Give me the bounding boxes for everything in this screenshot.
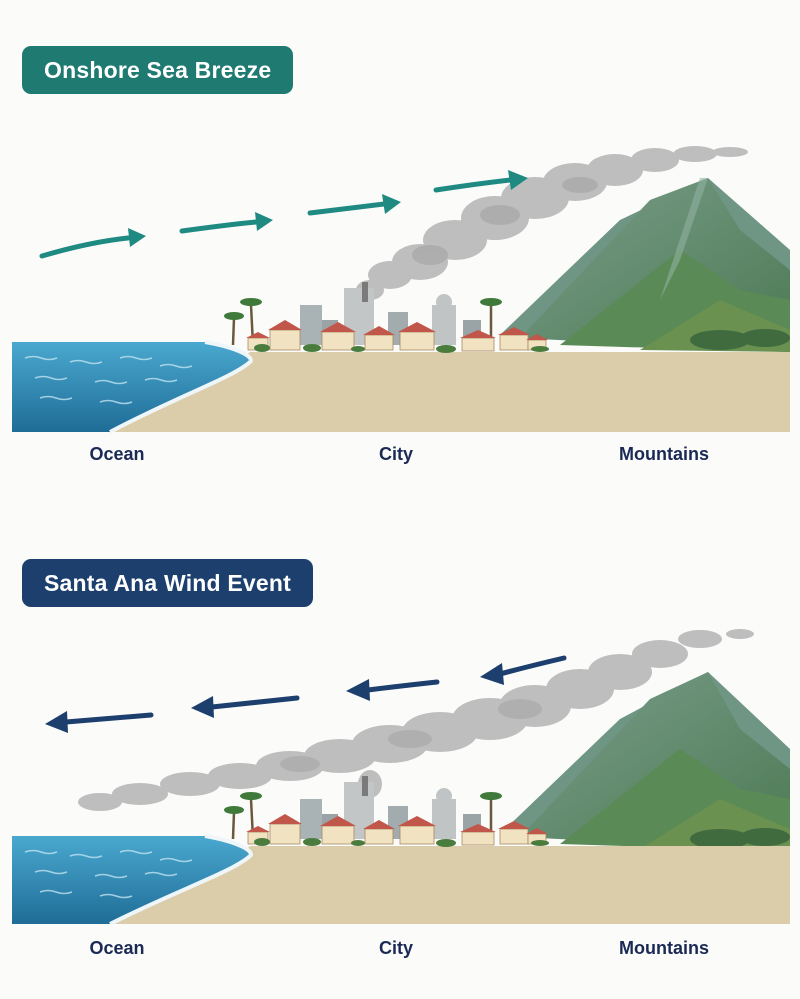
wind-arrows — [45, 655, 567, 733]
wind-arrow — [433, 177, 513, 193]
city — [224, 282, 549, 353]
wind-arrow-head — [508, 170, 528, 190]
wind-arrow — [497, 655, 567, 677]
city-label: City — [378, 938, 414, 958]
beach-sand — [100, 846, 790, 924]
wind-arrow-head — [255, 212, 273, 231]
wind-arrow — [365, 679, 440, 693]
wind-arrow-head — [480, 663, 504, 685]
panel-santa-ana: Santa Ana Wind Event Ocean City Mountain… — [0, 514, 800, 984]
panel-sea-breeze: Onshore Sea Breeze Ocean City Mountains — [0, 0, 800, 470]
city — [224, 776, 549, 847]
ocean-label: Ocean — [89, 444, 145, 464]
panel-title: Santa Ana Wind Event — [22, 559, 314, 607]
city-label: City — [378, 444, 414, 464]
wind-arrow — [307, 201, 387, 216]
panel-title: Onshore Sea Breeze — [22, 46, 294, 94]
wind-arrows — [39, 170, 528, 259]
wind-arrow — [179, 219, 259, 234]
ocean — [12, 834, 253, 926]
beach-sand — [100, 352, 790, 432]
wind-arrow-head — [382, 194, 401, 214]
santa-ana-illustration — [12, 629, 790, 926]
wind-arrow-head — [128, 228, 146, 247]
wind-arrow — [63, 712, 154, 725]
wind-arrow-head — [45, 711, 68, 733]
mountains — [500, 672, 790, 851]
ocean-label: Ocean — [89, 938, 145, 958]
sea-breeze-illustration — [12, 146, 790, 434]
wind-arrow-head — [346, 679, 370, 701]
wind-arrow — [39, 235, 131, 259]
wind-arrow — [209, 695, 300, 710]
mountains-label: Mountains — [619, 444, 709, 464]
mountains-label: Mountains — [619, 938, 709, 958]
wind-arrow-head — [191, 696, 214, 718]
mountains — [500, 178, 790, 352]
ocean — [12, 340, 253, 434]
